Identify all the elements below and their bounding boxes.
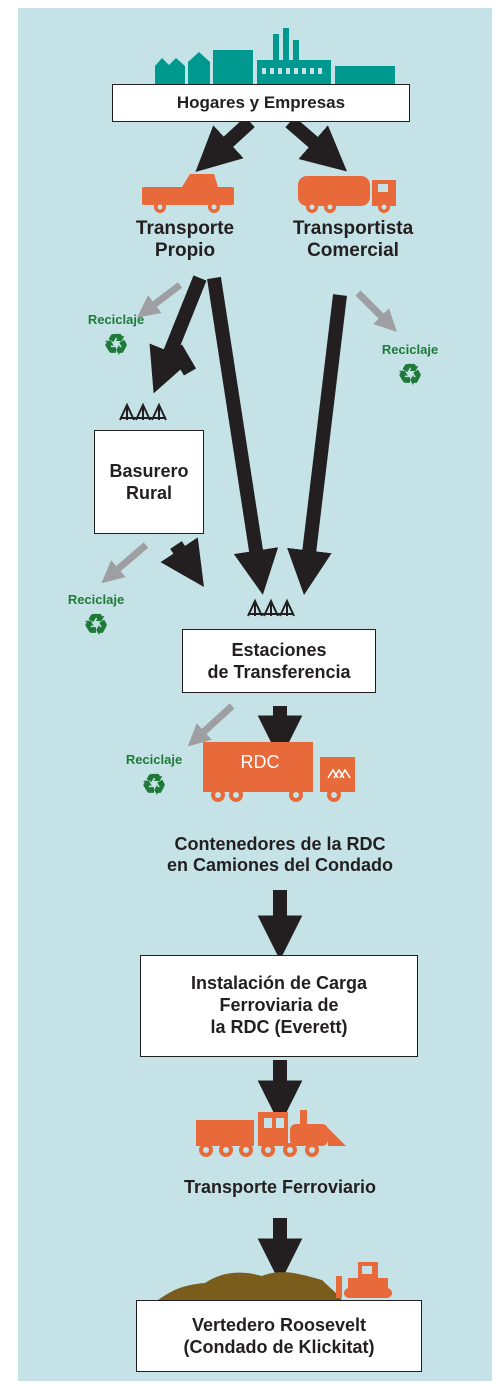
recycling-label: Reciclaje [87, 312, 145, 327]
households-label: Hogares y Empresas [176, 93, 346, 112]
transfer-symbol-icon [247, 598, 295, 617]
landfill-box: Vertedero Roosevelt (Condado de Klickita… [136, 1300, 422, 1372]
recycle-icon: ♻ [103, 329, 129, 360]
recycle-icon: ♻ [141, 769, 167, 800]
locomotive-icon [196, 1110, 346, 1157]
buildings-icon [155, 28, 395, 84]
diagram-background [18, 8, 492, 1381]
rail-label: Transporte Ferroviario [183, 1177, 377, 1197]
recycling-label: Reciclaje [125, 752, 183, 767]
recycle-icon: ♻ [397, 359, 423, 390]
containers-label: Contenedores de la RDC en Camiones del C… [166, 834, 394, 876]
rural-dropbox-box: Basurero Rural [94, 430, 204, 534]
container-truck-text: RDC [240, 752, 280, 772]
landfill-mound-icon [158, 1272, 342, 1300]
transfer-symbol-icon [119, 402, 167, 421]
recycle-icon: ♻ [83, 609, 109, 640]
intermodal-box: Instalación de Carga Ferroviaria de la R… [140, 955, 418, 1057]
pickup-truck-icon [142, 174, 234, 213]
transfer-stations-box: Estaciones de Transferencia [182, 629, 376, 693]
commercial-label: Transportista Comercial [292, 218, 414, 262]
recycling-label: Reciclaje [381, 342, 439, 357]
self-haul-label: Transporte Propio [135, 218, 235, 262]
households-box: Hogares y Empresas [112, 84, 410, 122]
recycling-label: Reciclaje [67, 592, 125, 607]
